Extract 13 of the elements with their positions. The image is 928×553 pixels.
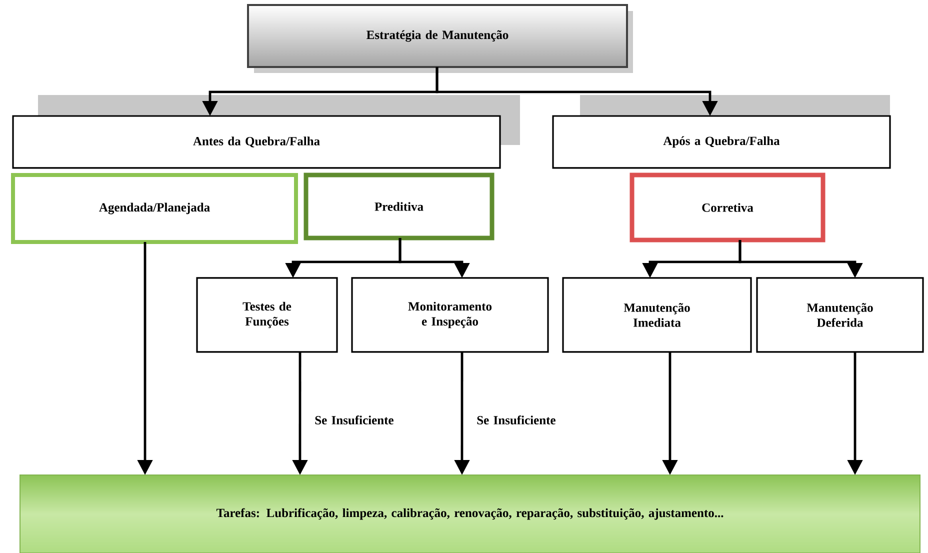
category-box: Preditiva <box>304 172 494 240</box>
process-box: Manutenção Imediata <box>562 277 752 353</box>
title-box: Estratégia de Manutenção <box>247 4 628 68</box>
process-box: Antes da Quebra/Falha <box>12 115 501 169</box>
process-box: Testes de Funções <box>196 277 338 353</box>
process-box: Manutenção Deferida <box>756 277 924 353</box>
edge-label: Se Insuficiente <box>315 416 394 424</box>
edge-label: Se Insuficiente <box>477 416 556 424</box>
category-box: Corretiva <box>630 172 826 242</box>
category-box: Agendada/Planejada <box>11 172 298 244</box>
process-box: Após a Quebra/Falha <box>552 115 891 169</box>
process-box: Monitoramento e Inspeção <box>351 277 549 353</box>
task-band: Tarefas: Lubrificação, limpeza, calibração, renovação, reparação, substituição, ajustamento... <box>20 474 920 553</box>
